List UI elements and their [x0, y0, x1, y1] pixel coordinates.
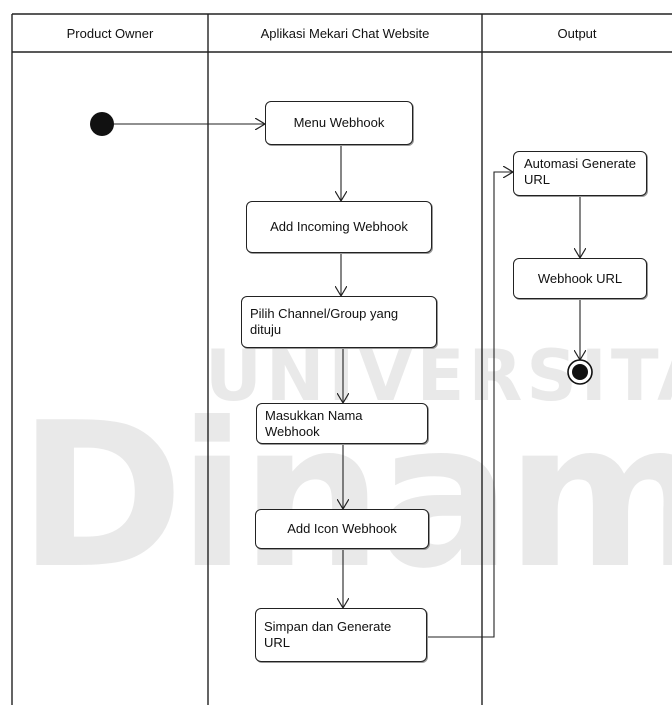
end-node [567, 359, 593, 385]
edge-simpan-to-automasi [427, 172, 513, 638]
lane-header-output: Output [557, 25, 597, 41]
lane-header-aplikasi: Aplikasi Mekari Chat Website [260, 25, 430, 41]
activity-add-icon-webhook: Add Icon Webhook [255, 509, 429, 549]
activity-pilih-channel: Pilih Channel/Group yang dituju [241, 296, 437, 348]
edges [114, 124, 580, 638]
start-node [90, 112, 114, 136]
swimlane-frame [11, 13, 672, 705]
activity-menu-webhook: Menu Webhook [265, 101, 413, 145]
activity-automasi-generate-url: Automasi Generate URL [513, 151, 647, 196]
activity-simpan-generate: Simpan dan Generate URL [255, 608, 427, 662]
lane-header-product-owner: Product Owner [66, 25, 154, 41]
activity-masukkan-nama: Masukkan Nama Webhook [256, 403, 428, 444]
activity-webhook-url: Webhook URL [513, 258, 647, 299]
activity-add-incoming-webhook: Add Incoming Webhook [246, 201, 432, 253]
